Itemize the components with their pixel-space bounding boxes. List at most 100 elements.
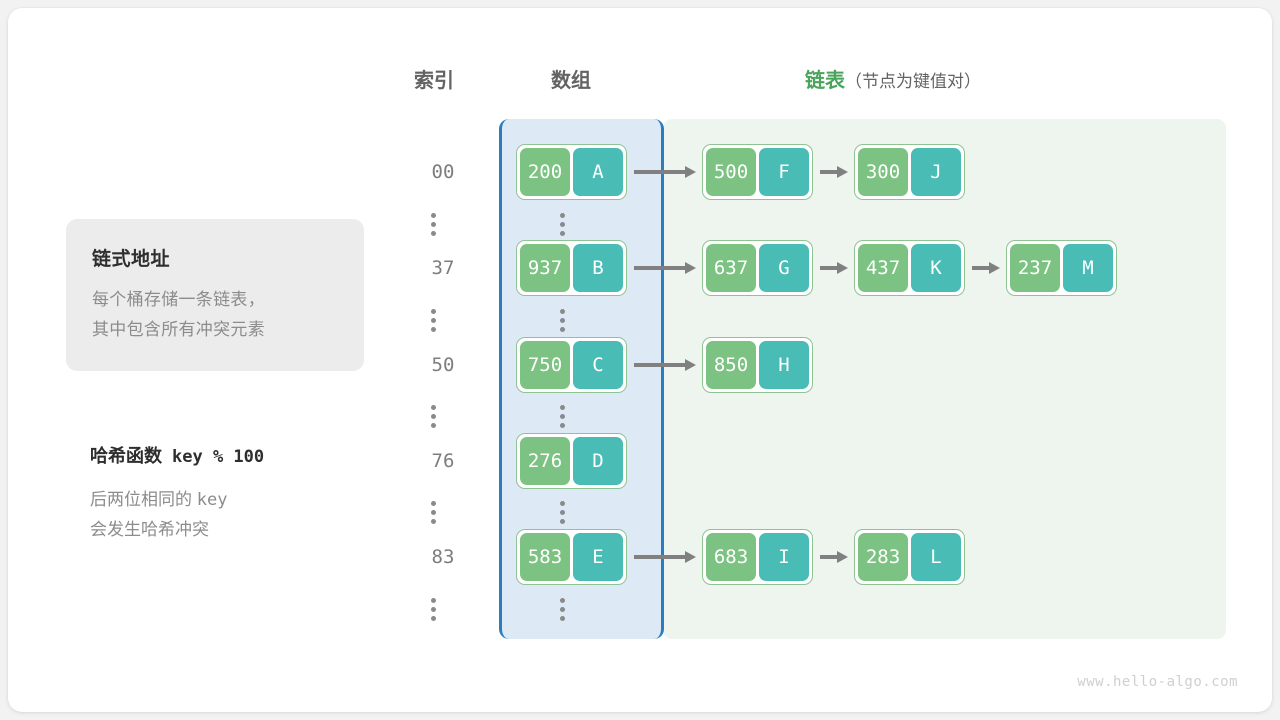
- arrow-shaft: [634, 363, 686, 367]
- next-pointer-arrow-icon: [634, 166, 696, 178]
- array-column-ellipsis: [552, 209, 572, 236]
- ellipsis-dot: [559, 414, 565, 419]
- node-value: G: [759, 244, 809, 292]
- hash-function-note: 后两位相同的 key 会发生哈希冲突: [90, 485, 227, 545]
- node-value: A: [573, 148, 623, 196]
- node-key: 683: [706, 533, 756, 581]
- diagram-card: 索引 数组 链表（节点为键值对） 链式地址 每个桶存储一条链表， 其中包含所有冲…: [8, 8, 1272, 712]
- ellipsis-dot: [430, 231, 436, 236]
- index-column-ellipsis: [423, 594, 443, 621]
- node-key: 637: [706, 244, 756, 292]
- next-pointer-arrow-icon: [634, 359, 696, 371]
- hash-note-line-1: 后两位相同的 key: [90, 485, 227, 515]
- ellipsis-dot: [430, 414, 436, 419]
- node-value: B: [573, 244, 623, 292]
- hash-note-line-2: 会发生哈希冲突: [90, 520, 209, 539]
- ellipsis-dot: [430, 616, 436, 621]
- ellipsis-dot: [430, 423, 436, 428]
- arrow-shaft: [634, 555, 686, 559]
- arrow-head: [685, 166, 696, 178]
- node-key: 583: [520, 533, 570, 581]
- node-value: H: [759, 341, 809, 389]
- node-value: K: [911, 244, 961, 292]
- node-key: 237: [1010, 244, 1060, 292]
- arrow-head: [685, 262, 696, 274]
- node-key: 500: [706, 148, 756, 196]
- ellipsis-dot: [430, 598, 436, 603]
- node-key: 276: [520, 437, 570, 485]
- header-index: 索引: [414, 70, 454, 92]
- info-box-line-2: 其中包含所有冲突元素: [92, 320, 265, 339]
- info-box-chaining: 链式地址 每个桶存储一条链表， 其中包含所有冲突元素: [66, 219, 364, 371]
- ellipsis-dot: [430, 318, 436, 323]
- ellipsis-dot: [559, 405, 565, 410]
- header-linkedlist: 链表（节点为键值对）: [805, 64, 981, 93]
- ellipsis-dot: [430, 501, 436, 506]
- next-pointer-arrow-icon: [634, 551, 696, 563]
- ellipsis-dot: [430, 213, 436, 218]
- node-value: M: [1063, 244, 1113, 292]
- next-pointer-arrow-icon: [820, 166, 848, 178]
- ellipsis-dot: [559, 423, 565, 428]
- ellipsis-dot: [559, 510, 565, 515]
- arrow-shaft: [820, 555, 838, 559]
- footer-watermark: www.hello-algo.com: [1077, 674, 1238, 690]
- hash-note-line-1-text: 后两位相同的: [90, 490, 192, 509]
- ellipsis-dot: [430, 222, 436, 227]
- header-array: 数组: [551, 70, 591, 92]
- index-column-ellipsis: [423, 401, 443, 428]
- node-value: L: [911, 533, 961, 581]
- node-value: D: [573, 437, 623, 485]
- node-value: E: [573, 533, 623, 581]
- header-linkedlist-main: 链表: [805, 70, 845, 92]
- row-index-label: 83: [431, 546, 455, 568]
- row-index-label: 00: [431, 161, 455, 183]
- ellipsis-dot: [430, 327, 436, 332]
- array-column-ellipsis: [552, 401, 572, 428]
- arrow-shaft: [820, 266, 838, 270]
- node-value: C: [573, 341, 623, 389]
- hash-note-line-1-mono: key: [196, 490, 228, 510]
- index-column-ellipsis: [423, 305, 443, 332]
- node-key: 200: [520, 148, 570, 196]
- next-pointer-arrow-icon: [820, 551, 848, 563]
- array-column-ellipsis: [552, 594, 572, 621]
- next-pointer-arrow-icon: [634, 262, 696, 274]
- ellipsis-dot: [430, 607, 436, 612]
- row-index-label: 50: [431, 354, 455, 376]
- next-pointer-arrow-icon: [972, 262, 1000, 274]
- ellipsis-dot: [430, 405, 436, 410]
- index-column-ellipsis: [423, 209, 443, 236]
- ellipsis-dot: [559, 327, 565, 332]
- ellipsis-dot: [430, 519, 436, 524]
- arrow-head: [685, 359, 696, 371]
- ellipsis-dot: [559, 519, 565, 524]
- arrow-head: [989, 262, 1000, 274]
- node-key: 283: [858, 533, 908, 581]
- array-column-ellipsis: [552, 497, 572, 524]
- ellipsis-dot: [559, 231, 565, 236]
- arrow-head: [837, 262, 848, 274]
- arrow-head: [837, 551, 848, 563]
- hash-function-expression: key % 100: [172, 447, 265, 467]
- info-box-body: 每个桶存储一条链表， 其中包含所有冲突元素: [92, 285, 265, 345]
- ellipsis-dot: [559, 309, 565, 314]
- ellipsis-dot: [559, 607, 565, 612]
- info-box-line-1: 每个桶存储一条链表，: [92, 290, 265, 309]
- arrow-shaft: [634, 266, 686, 270]
- node-value: F: [759, 148, 809, 196]
- ellipsis-dot: [559, 318, 565, 323]
